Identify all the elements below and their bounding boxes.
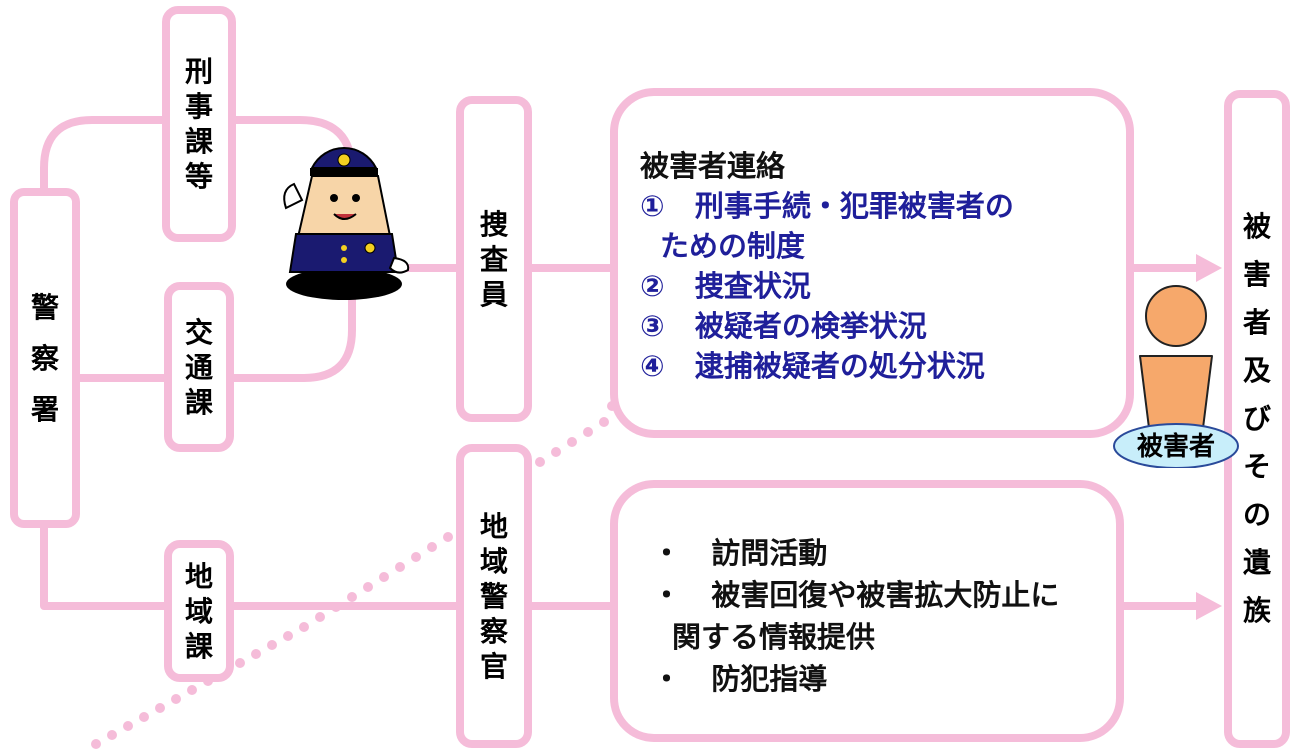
char: 通 [184, 350, 213, 384]
list-marker: ・ [652, 578, 682, 612]
char: 捜 [479, 207, 508, 241]
list-text: 防犯指導 [711, 662, 828, 696]
list-text: 刑事手続・犯罪被害者の [694, 189, 1014, 223]
char: 域 [184, 594, 213, 628]
char: 員 [479, 277, 508, 311]
node-community-officer-label: 地域警察官 [456, 444, 532, 748]
node-police-station-label: 警 察 署 [10, 188, 80, 528]
char: 地 [479, 509, 508, 543]
char: 交 [184, 315, 213, 349]
list-item: ③ 被疑者の検挙状況 [640, 306, 1014, 346]
char: 族 [1242, 594, 1271, 627]
list-text: ための制度 [660, 229, 806, 263]
list-item: ・ 訪問活動 [652, 532, 1059, 574]
node-community-division [164, 540, 234, 682]
char: 官 [479, 649, 508, 683]
person-icon [1113, 285, 1239, 468]
list-text: 関する情報提供 [672, 620, 876, 654]
list-item-continued: ための制度 [640, 226, 1014, 266]
list-marker: ③ [640, 309, 665, 343]
node-community-officer [456, 444, 532, 748]
arrow-icon [1196, 254, 1222, 282]
char: 察 [479, 614, 508, 648]
char: 者 [1242, 306, 1271, 339]
char: び [1242, 402, 1271, 435]
char: 事 [184, 90, 213, 123]
list-marker: ・ [652, 662, 682, 696]
char: 域 [479, 544, 508, 578]
list-marker: ④ [640, 349, 665, 383]
arrow-icon [1196, 592, 1222, 620]
list-text: 被害回復や被害拡大防止に [711, 578, 1060, 612]
connector-traffic [76, 296, 356, 382]
node-police-station [10, 188, 80, 528]
officer-panel-text: ・ 訪問活動 ・ 被害回復や被害拡大防止に 関する情報提供 ・ 防犯指導 [652, 532, 1059, 700]
char: 被 [1242, 210, 1271, 243]
list-marker: ① [640, 189, 665, 223]
char: 査 [479, 242, 508, 276]
investigator-panel-text: 被害者連絡 ① 刑事手続・犯罪被害者の ための制度 ② 捜査状況 ③ 被疑者の検… [640, 146, 1014, 386]
node-criminal-division [162, 6, 236, 242]
char: 遺 [1242, 546, 1271, 579]
list-item: ① 刑事手続・犯罪被害者の [640, 186, 1014, 226]
node-investigator-label: 捜査員 [456, 96, 532, 422]
list-text: 被疑者の検挙状況 [694, 309, 927, 343]
char: 警 [479, 579, 508, 613]
char: 地 [184, 559, 213, 593]
char: の [1242, 498, 1271, 531]
node-criminal-division-label: 刑事課等 [162, 6, 236, 242]
list-marker: ・ [652, 536, 682, 570]
list-text: 逮捕被疑者の処分状況 [694, 349, 985, 383]
list-item: ・ 防犯指導 [652, 658, 1059, 700]
char: 課 [184, 385, 213, 419]
char: 及 [1242, 354, 1271, 387]
node-traffic-division-label: 交通課 [164, 282, 234, 452]
list-text: 捜査状況 [694, 269, 811, 303]
char: 警 [30, 290, 59, 324]
char: 課 [184, 629, 213, 663]
char: そ [1242, 450, 1271, 483]
node-traffic-division [164, 282, 234, 452]
node-investigator [456, 96, 532, 422]
victim-label: 被害者 [1136, 432, 1215, 462]
list-item-continued: 関する情報提供 [652, 616, 1059, 658]
node-community-division-label: 地域課 [164, 540, 234, 682]
char: 刑 [184, 55, 213, 88]
node-victims-families-label: 被 害 者 及 び そ の 遺 族 [1224, 90, 1290, 748]
list-text: 訪問活動 [711, 536, 828, 570]
connector-community [40, 518, 174, 610]
char: 害 [1242, 258, 1271, 291]
char: 課 [184, 125, 213, 158]
officer-panel [610, 480, 1124, 742]
list-item: ・ 被害回復や被害拡大防止に [652, 574, 1059, 616]
char: 等 [184, 160, 213, 193]
list-item: ④ 逮捕被疑者の処分状況 [640, 346, 1014, 386]
char: 署 [30, 392, 59, 426]
police-mascot-icon [283, 146, 410, 300]
panel-heading: 被害者連絡 [640, 149, 786, 183]
list-item: ② 捜査状況 [640, 266, 1014, 306]
list-marker: ② [640, 269, 665, 303]
node-victims-families [1224, 90, 1290, 748]
investigator-panel [610, 88, 1134, 438]
char: 察 [30, 341, 59, 375]
